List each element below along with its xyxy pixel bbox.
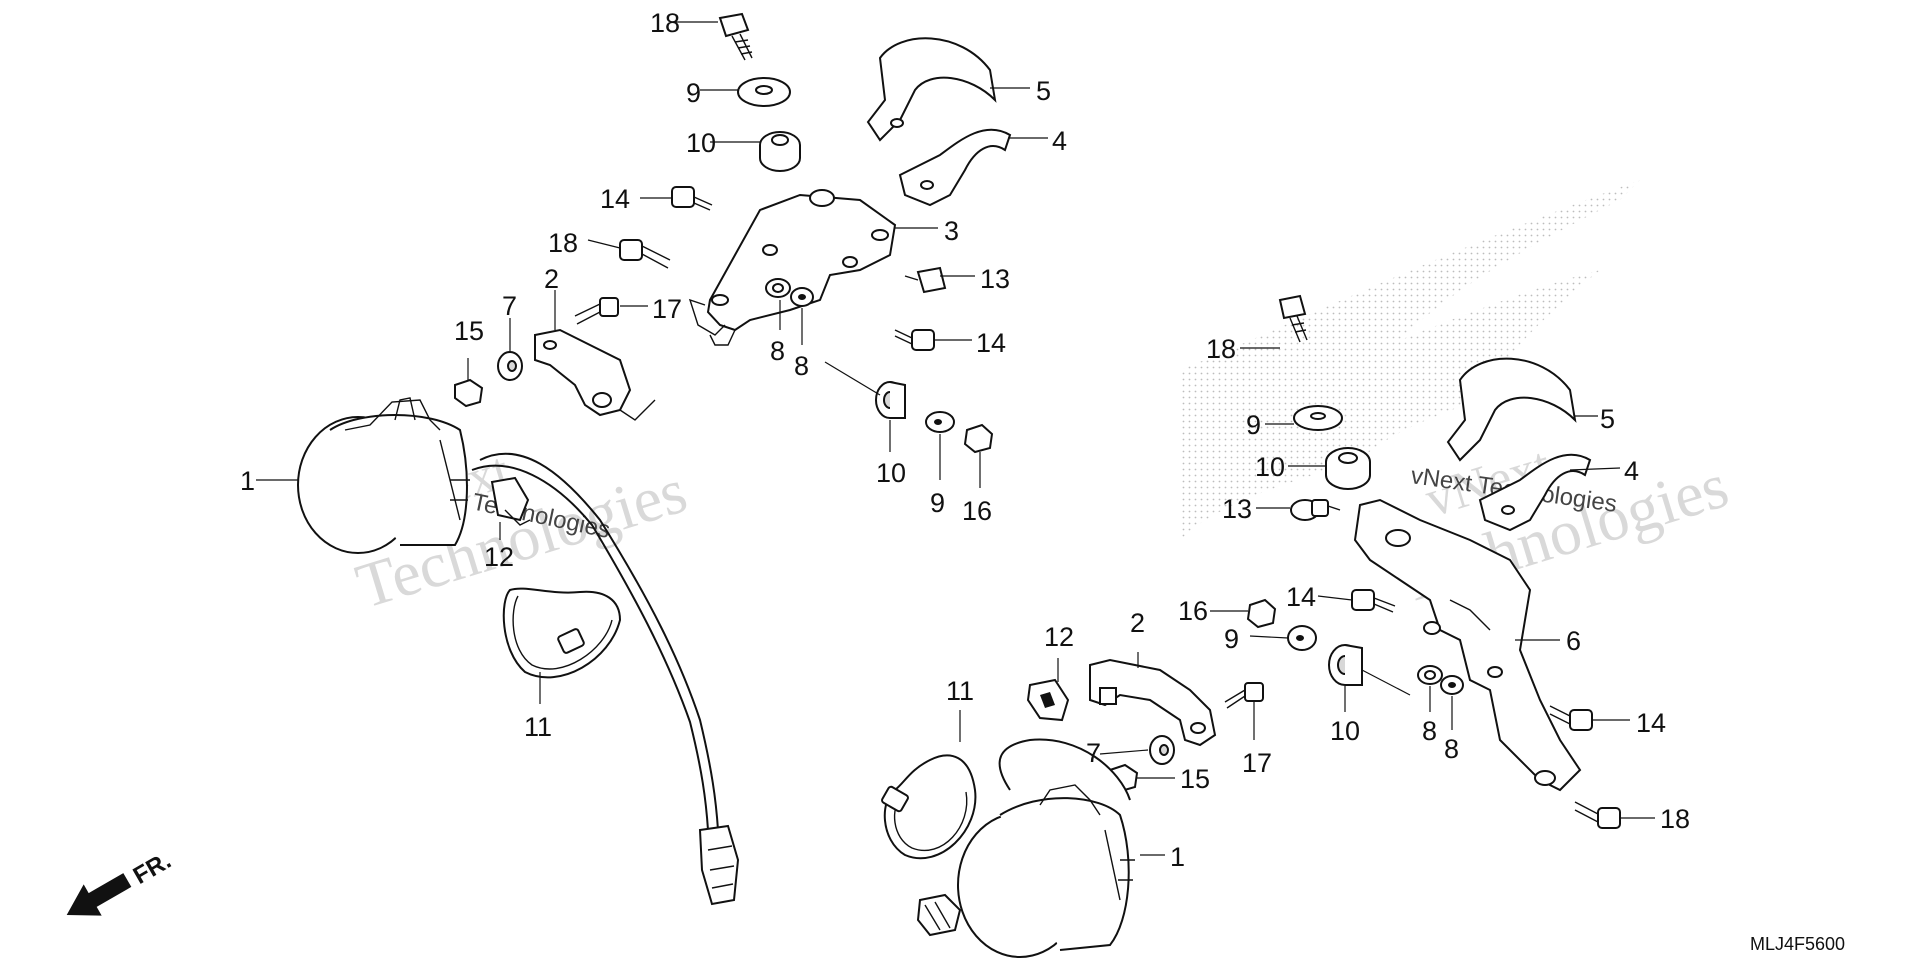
connector-12 [490,476,531,526]
callout-right-4: 4 [1624,456,1639,486]
callout-left-2: 2 [544,264,559,294]
collar-7 [497,351,523,381]
bolt-14-right-upper [1351,589,1396,613]
callout-left-11: 11 [524,712,552,742]
grommet-10-right-lower [1328,644,1363,686]
grommet-10 [759,131,801,172]
bolt-18-top [718,12,753,61]
front-arrow-icon [66,873,132,916]
callout-right-11: 11 [946,676,974,706]
callout-right-10-lower: 10 [1330,716,1360,746]
callout-left-10: 10 [686,128,716,158]
bolt-14-right-lower [1549,705,1593,731]
bolt-18-right-top [1278,294,1308,343]
left-assembly [256,12,1048,906]
callout-left-12: 12 [484,542,514,572]
callout-right-18-lower: 18 [1660,804,1690,834]
bolt-17 [574,297,619,325]
callout-left-14-upper: 14 [600,184,630,214]
callout-left-17: 17 [652,294,682,324]
callout-left-18-middle: 18 [548,228,578,258]
callout-right-7: 7 [1086,738,1101,768]
bolt-13-right [1290,499,1341,521]
callout-right-12: 12 [1044,622,1074,652]
collar-7-right [1149,735,1175,765]
callout-left-1: 1 [240,466,255,496]
right-assembly [881,294,1655,958]
callout-left-8b: 8 [794,351,809,381]
grommet-10-right [1325,447,1371,490]
callout-left-14-lower: 14 [976,328,1006,358]
grommet-10-lower [875,381,906,419]
diagram-code: MLJ4F5600 [1750,934,1845,954]
right-callouts: 18 5 9 4 10 13 14 16 2 6 12 9 11 10 14 8… [946,334,1690,872]
callout-right-9-lower: 9 [1224,624,1239,654]
callout-left-3: 3 [944,216,959,246]
callout-right-8b: 8 [1444,734,1459,764]
left-callouts: 18 9 10 5 4 14 3 18 13 2 7 17 15 14 8 8 … [240,8,1067,742]
callout-right-2: 2 [1130,608,1145,638]
callout-left-8a: 8 [770,336,785,366]
clamp-5 [866,37,997,142]
callout-right-14-lower: 14 [1636,708,1666,738]
callout-left-18-top: 18 [650,8,680,38]
nut-16 [963,423,994,454]
wire-band-11-right [881,754,977,860]
callout-right-15: 15 [1180,764,1210,794]
bolt-14-lower [894,329,935,351]
callout-right-18-top: 18 [1206,334,1236,364]
clamp-4 [898,128,1012,207]
callout-right-13: 13 [1222,494,1252,524]
harness-connector [698,824,740,906]
callout-right-6: 6 [1566,626,1581,656]
callout-left-4: 4 [1052,126,1067,156]
callout-right-8a: 8 [1422,716,1437,746]
connector-12-right [1026,678,1070,722]
callout-right-9: 9 [1246,410,1261,440]
callout-left-13: 13 [980,264,1010,294]
callout-left-15: 15 [454,316,484,346]
fog-light-right [916,738,1135,958]
front-label: FR. [129,847,176,890]
wire-band-11 [502,587,622,679]
callout-right-1: 1 [1170,842,1185,872]
clamp-5-right [1446,357,1577,462]
callout-left-10-lower: 10 [876,458,906,488]
callout-right-10: 10 [1255,452,1285,482]
callout-left-16: 16 [962,496,992,526]
bolt-13 [904,266,947,294]
nut-16-right [1246,598,1277,629]
callout-right-14-upper: 14 [1286,582,1316,612]
harness-cable [479,452,719,831]
callout-left-5: 5 [1036,76,1051,106]
callout-left-7: 7 [502,291,517,321]
bolt-18-middle [619,239,671,269]
bolt-14-upper [671,186,713,211]
nut-15 [454,378,484,408]
callout-right-17: 17 [1242,748,1272,778]
callout-right-16: 16 [1178,596,1208,626]
callout-left-9-lower: 9 [930,488,945,518]
fog-light-left [297,397,470,554]
watermark-wing [1180,180,1640,540]
callout-left-9: 9 [686,78,701,108]
bolt-18-right-lower [1574,801,1621,829]
callout-right-5: 5 [1600,404,1615,434]
front-direction-marker: FR. [66,847,176,916]
bolt-17-right [1224,682,1264,709]
